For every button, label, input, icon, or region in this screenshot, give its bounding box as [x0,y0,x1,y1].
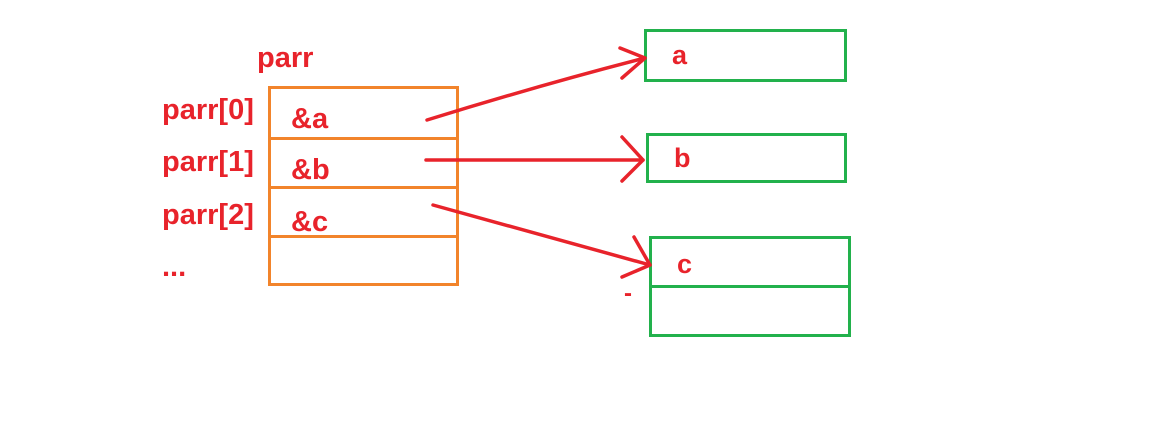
array-cell-2: &c [291,206,329,238]
target-label-b: b [674,143,691,173]
target-c-row-divider [652,285,848,288]
dash-mark: - [624,280,632,307]
arrow-b [424,135,645,183]
array-cell-0: &a [291,103,329,135]
target-label-c: c [677,249,693,279]
target-box-c: c [649,236,851,337]
index-label-ellipsis: ... [162,251,187,283]
target-label-a: a [672,40,688,70]
index-label-1: parr[1] [162,146,254,178]
target-box-a: a [644,29,847,82]
array-name-label: parr [257,42,314,74]
arrow-a [425,46,647,122]
index-label-2: parr[2] [162,199,254,231]
array-row-divider [271,137,456,140]
index-label-0: parr[0] [162,94,254,126]
array-row-divider [271,186,456,189]
arrow-c [431,203,652,279]
array-cell-1: &b [291,154,330,186]
array-row-divider [271,235,456,238]
pointer-array-box: &a &b &c [268,86,459,286]
target-box-b: b [646,133,847,183]
